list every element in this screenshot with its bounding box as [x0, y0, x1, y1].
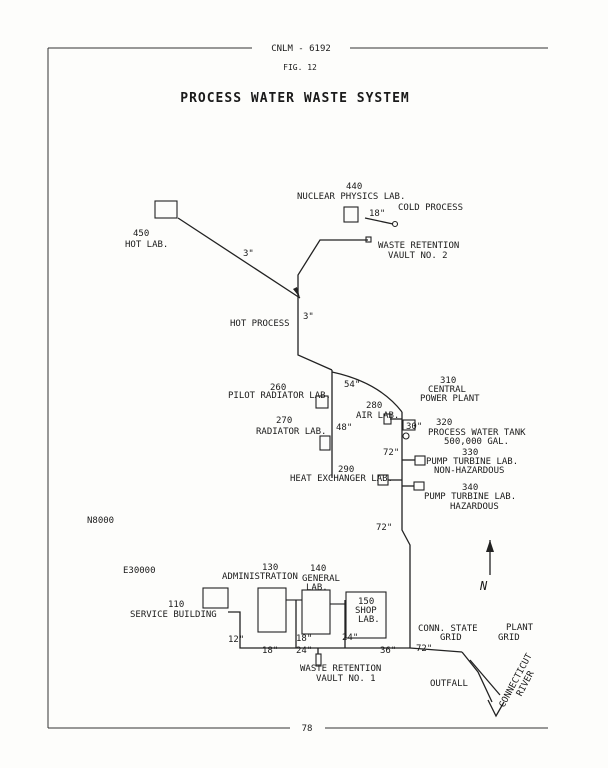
service-building	[202, 587, 229, 609]
vault2-line2: VAULT NO. 2	[388, 251, 448, 261]
hot-lab-pipe	[177, 217, 301, 299]
north-arrow-icon	[486, 540, 494, 552]
process-tank-number: 320	[436, 418, 452, 428]
central-power-building	[402, 419, 416, 431]
cold-process-pipe	[364, 217, 394, 225]
pump-turbine-haz-building	[413, 481, 425, 491]
vault2-marker	[365, 236, 372, 243]
general-lab-line2: LAB.	[306, 583, 328, 593]
pipe-size-72-c: 72"	[416, 644, 432, 654]
hot-lab-name: HOT LAB.	[125, 240, 168, 250]
state-grid-line2: GRID	[440, 633, 462, 643]
general-lab-number: 140	[310, 564, 326, 574]
pilot-radiator-number: 260	[270, 383, 286, 393]
radiator-lab-building	[319, 435, 331, 451]
process-tank-line2: 500,000 GAL.	[444, 437, 509, 447]
pipe-size-72-b: 72"	[376, 523, 392, 533]
hot-lab-number: 450	[133, 229, 149, 239]
pipe-size-24-b: 24"	[342, 633, 358, 643]
shop-lab-building	[345, 591, 387, 639]
vault2-trunk-pipe	[297, 239, 368, 371]
vault1-line2: VAULT NO. 1	[316, 674, 376, 684]
process-water-tank	[402, 432, 410, 440]
pipe-size-12: 12"	[228, 635, 244, 645]
air-lab-building	[383, 413, 392, 425]
outfall-pipe	[409, 647, 463, 653]
north-coordinate: N8000	[87, 516, 114, 526]
vault1-line1: WASTE RETENTION	[300, 664, 381, 674]
pipe-size-72-a: 72"	[383, 448, 399, 458]
hot-pipe-size-b: 3"	[303, 312, 314, 322]
nuclear-physics-building	[343, 206, 359, 223]
heat-exchanger-number: 290	[338, 465, 354, 475]
nuclear-physics-number: 440	[346, 182, 362, 192]
central-power-number: 310	[440, 376, 456, 386]
pipe-size-30: 30"	[406, 422, 422, 432]
general-lab-building	[301, 589, 331, 635]
hot-lab-building	[154, 200, 178, 219]
lower-collector-pipe	[228, 611, 410, 649]
pilot-radiator-building	[315, 395, 329, 409]
pump-haz-line2: HAZARDOUS	[450, 502, 499, 512]
shop-lab-number: 150	[358, 597, 374, 607]
pipe-size-48: 48"	[336, 423, 352, 433]
page-number: 78	[302, 724, 313, 734]
river-mouth-symbol	[487, 699, 505, 718]
pump-nonhaz-line1: PUMP TURBINE LAB.	[426, 457, 518, 467]
plant-grid-line2: GRID	[498, 633, 520, 643]
radiator-lab-number: 270	[276, 416, 292, 426]
air-lab-name: AIR LAB.	[356, 411, 399, 421]
main-72-pipe	[401, 412, 411, 648]
diagram-title: PROCESS WATER WASTE SYSTEM	[180, 91, 410, 106]
cold-process-terminal	[391, 220, 399, 228]
vault2-line1: WASTE RETENTION	[378, 241, 459, 251]
figure-number: FIG. 12	[283, 63, 317, 72]
river-label: CONNECTICUT RIVER	[498, 652, 537, 710]
shop-lab-line1: SHOP	[355, 606, 377, 616]
service-name: SERVICE BUILDING	[130, 610, 217, 620]
plant-grid-line1: PLANT	[506, 623, 534, 633]
general-lab-line1: GENERAL	[302, 574, 340, 584]
pipe-size-36: 36"	[380, 646, 396, 656]
heat-exchanger-name: HEAT EXCHANGER LAB.	[290, 474, 393, 484]
pump-nonhaz-line2: NON-HAZARDOUS	[434, 466, 504, 476]
pipe-size-18-a: 18"	[262, 646, 278, 656]
east-coordinate: E30000	[123, 566, 156, 576]
hot-pipe-size-a: 3"	[243, 249, 254, 259]
air-lab-number: 280	[366, 401, 382, 411]
outfall-channel	[461, 651, 493, 703]
administration-number: 130	[262, 563, 278, 573]
heat-exchanger-building	[377, 474, 389, 486]
central-power-line1: CENTRAL	[428, 385, 466, 395]
administration-name: ADMINISTRATION	[222, 572, 298, 582]
pump-nonhaz-number: 330	[462, 448, 478, 458]
cold-pipe-size: 18"	[369, 209, 385, 219]
central-power-line2: POWER PLANT	[420, 394, 480, 404]
pilot-radiator-name: PILOT RADIATOR LAB.	[228, 391, 331, 401]
north-arrow-label: N	[479, 579, 488, 593]
shop-lab-line2: LAB.	[358, 615, 380, 625]
pump-haz-number: 340	[462, 483, 478, 493]
pump-haz-line1: PUMP TURBINE LAB.	[424, 492, 516, 502]
cold-process-label: COLD PROCESS	[398, 203, 463, 213]
pump-turbine-nonhaz-building	[414, 455, 426, 466]
hot-process-label: HOT PROCESS	[230, 319, 290, 329]
pipe-size-24-a: 24"	[296, 646, 312, 656]
document-number: CNLM - 6192	[271, 44, 331, 54]
process-tank-line1: PROCESS WATER TANK	[428, 428, 526, 438]
pipe-size-54: 54"	[344, 380, 360, 390]
pipe-size-18-b: 18"	[296, 634, 312, 644]
river-bank-line	[469, 659, 501, 696]
state-grid-line1: CONN. STATE	[418, 624, 478, 634]
administration-building	[257, 587, 287, 633]
radiator-lab-name: RADIATOR LAB.	[256, 427, 326, 437]
pipe-54-curve	[331, 371, 403, 413]
nuclear-physics-name: NUCLEAR PHYSICS LAB.	[297, 192, 405, 202]
outfall-label: OUTFALL	[430, 679, 468, 689]
service-number: 110	[168, 600, 184, 610]
